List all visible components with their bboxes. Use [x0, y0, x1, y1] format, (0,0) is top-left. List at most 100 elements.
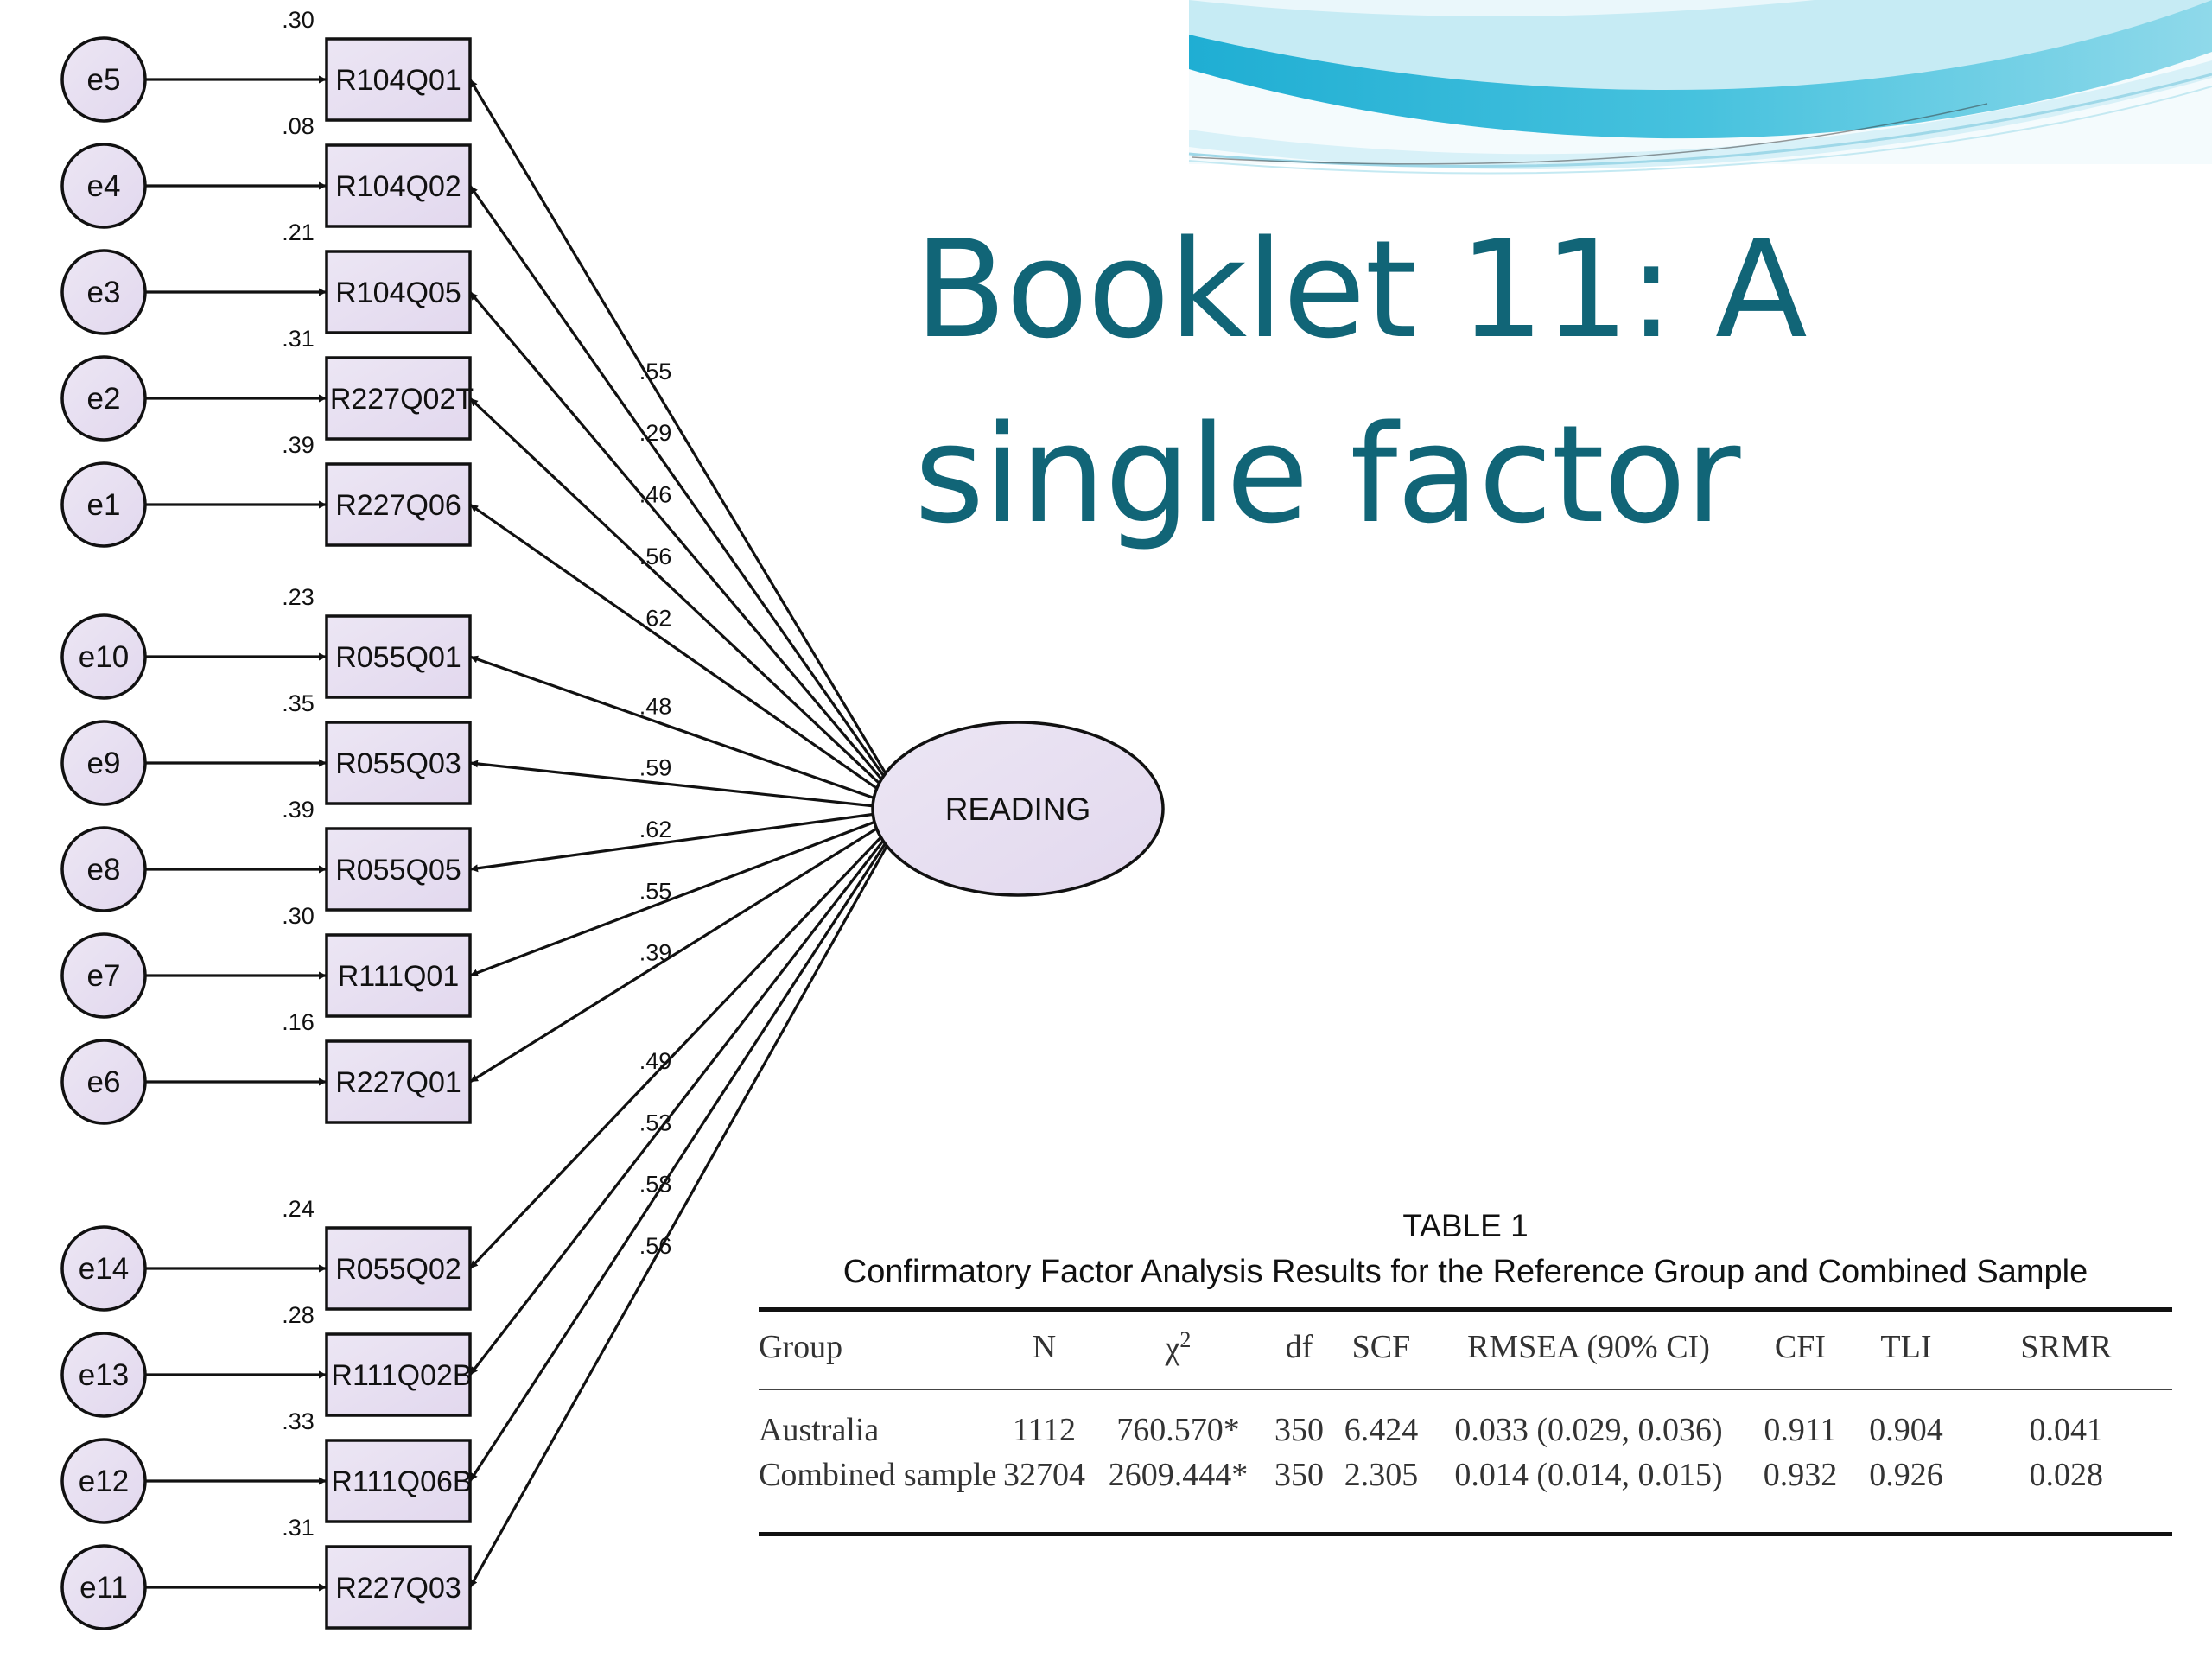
r-squared-label: .23	[282, 584, 315, 610]
cell-tli: 0.926	[1869, 1456, 1943, 1493]
table-subtitle: Confirmatory Factor Analysis Results for…	[842, 1254, 2088, 1290]
cell-srmr: 0.041	[2029, 1411, 2103, 1448]
loading-arrow	[468, 79, 909, 810]
item-label: R055Q02	[335, 1253, 461, 1286]
loading-label: .58	[639, 1172, 672, 1198]
cell-scf: 2.305	[1344, 1456, 1419, 1493]
error-label: e13	[79, 1358, 129, 1392]
loading-label: .59	[639, 755, 672, 781]
loading-arrow	[468, 290, 909, 811]
item-box	[325, 356, 472, 441]
item-label: R104Q02	[335, 170, 461, 203]
header-chi-square: χ2	[1165, 1327, 1192, 1367]
header-df: df	[1285, 1329, 1313, 1366]
item-box	[325, 1439, 472, 1523]
table-row: Combined sample 32704 2609.444* 350 2.30…	[759, 1452, 2172, 1535]
loading-arrow	[469, 503, 908, 811]
item-label: R104Q05	[335, 276, 461, 309]
loading-label: .56	[639, 543, 672, 569]
loading-arrow	[468, 809, 909, 1376]
error-node	[60, 1438, 147, 1524]
r-squared-label: .24	[282, 1196, 315, 1222]
error-node	[60, 355, 147, 442]
loading-arrow	[469, 808, 908, 873]
error-node	[60, 720, 147, 806]
error-node	[60, 1225, 147, 1312]
table-title: TABLE 1	[1402, 1208, 1529, 1243]
r-squared-label: .28	[282, 1302, 315, 1328]
cell-scf: 6.424	[1344, 1411, 1419, 1448]
cell-rmsea: 0.033 (0.029, 0.036)	[1454, 1411, 1723, 1448]
loading-label: .46	[639, 482, 672, 508]
header-rmsea: RMSEA (90% CI)	[1467, 1329, 1710, 1366]
slide-title: Booklet 11: A single factor	[914, 211, 1808, 553]
loading-label: .48	[639, 693, 672, 719]
error-node	[60, 461, 147, 548]
item-label: R055Q05	[335, 854, 461, 887]
loading-arrow	[468, 809, 909, 1588]
item-box	[325, 614, 472, 699]
cell-n: 1112	[1012, 1411, 1077, 1448]
cfa-results-table: Group N χ2 df SCF RMSEA (90% CI) CFI TLI…	[759, 1307, 2172, 1536]
error-label: e12	[79, 1465, 129, 1498]
error-node	[60, 613, 147, 700]
error-node	[60, 1544, 147, 1630]
cell-df: 350	[1274, 1456, 1324, 1493]
cell-group: Combined sample	[759, 1456, 997, 1493]
header-n: N	[1032, 1329, 1057, 1366]
r-squared-label: .35	[282, 690, 315, 716]
cell-cfi: 0.932	[1763, 1456, 1838, 1493]
item-label: R055Q01	[335, 641, 461, 674]
r-squared-label: .16	[282, 1009, 315, 1035]
loading-label: .55	[639, 878, 672, 904]
item-box	[325, 462, 472, 547]
results-table-block: TABLE 1 Confirmatory Factor Analysis Res…	[759, 1205, 2172, 1536]
error-node	[60, 826, 147, 912]
error-node	[60, 1332, 147, 1418]
item-box	[325, 721, 472, 805]
item-label: R104Q01	[335, 64, 461, 97]
error-node	[60, 249, 147, 335]
header-tli: TLI	[1880, 1329, 1932, 1366]
loading-label: .55	[639, 359, 672, 385]
cell-chi-square: 760.570*	[1116, 1411, 1240, 1448]
error-label: e14	[79, 1252, 129, 1286]
wave-decoration	[1188, 0, 2212, 175]
loading-arrow	[469, 655, 908, 811]
error-label: e9	[87, 747, 121, 780]
header-srmr: SRMR	[2020, 1329, 2113, 1366]
item-label: R111Q06B	[331, 1465, 472, 1498]
r-squared-label: .30	[282, 903, 315, 929]
error-node	[60, 36, 147, 123]
error-node	[60, 1039, 147, 1125]
item-label: R111Q01	[338, 960, 460, 993]
r-squared-label: .39	[282, 797, 315, 823]
error-node	[60, 143, 147, 229]
cell-rmsea: 0.014 (0.014, 0.015)	[1454, 1456, 1723, 1493]
cell-df: 350	[1274, 1411, 1324, 1448]
r-squared-label: .33	[282, 1408, 315, 1434]
cell-group: Australia	[759, 1411, 880, 1448]
error-label: e2	[87, 382, 121, 416]
cell-cfi: 0.911	[1764, 1411, 1837, 1448]
item-label: R227Q02T	[330, 383, 474, 416]
error-label: e10	[79, 640, 129, 674]
r-squared-label: .08	[282, 113, 315, 139]
error-label: e4	[87, 169, 121, 203]
loading-label: .62	[639, 817, 672, 842]
error-label: e3	[87, 276, 121, 309]
path-diagram: .55.29.46.56.62.48.59.62.55.39.49.53.58.…	[60, 7, 1165, 1630]
loading-arrow	[468, 809, 909, 1482]
table-row: Australia 1112 760.570* 350 6.424 0.033 …	[759, 1389, 2172, 1452]
error-node	[60, 932, 147, 1019]
loading-label: .29	[639, 420, 672, 446]
header-scf: SCF	[1351, 1329, 1411, 1366]
loading-label: .39	[639, 940, 672, 966]
loading-label: .53	[639, 1109, 672, 1135]
cell-n: 32704	[1002, 1456, 1085, 1493]
r-squared-label: .31	[282, 326, 315, 352]
loading-arrow	[468, 185, 909, 810]
loading-arrow	[468, 808, 909, 1270]
